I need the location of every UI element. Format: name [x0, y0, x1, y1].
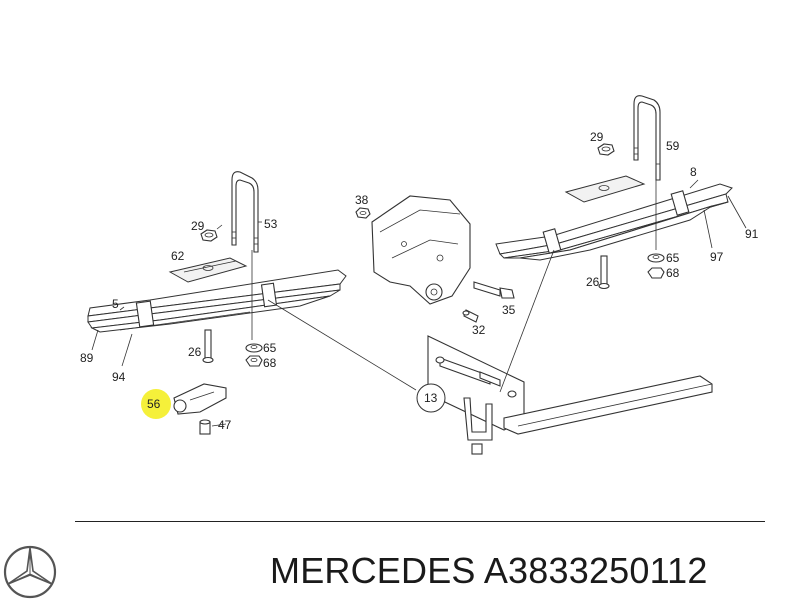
right-nut [597, 143, 615, 156]
callout-26-left: 26 [188, 345, 202, 359]
callout-35: 35 [502, 303, 516, 317]
right-u-bolt [633, 95, 661, 181]
left-shackle [173, 383, 227, 415]
callout-32: 32 [472, 323, 486, 337]
callout-62: 62 [171, 249, 185, 263]
callout-29-left: 29 [191, 219, 205, 233]
callout-68-left: 68 [263, 356, 277, 370]
callout-circle-13 [416, 383, 446, 413]
center-pin [462, 309, 479, 323]
left-washer-65 [245, 343, 263, 353]
callout-91: 91 [745, 227, 759, 241]
highlight-marker [141, 389, 171, 419]
center-nut [355, 207, 371, 219]
part-caption: MERCEDES A3833250112 [270, 550, 708, 591]
left-nut [200, 229, 218, 242]
left-u-bolt [231, 171, 259, 253]
mercedes-star-icon [3, 545, 57, 599]
callout-56: 56 [147, 397, 161, 411]
callout-94: 94 [112, 370, 126, 384]
cross-bar [503, 375, 713, 435]
callout-5: 5 [112, 297, 119, 311]
callout-65-right: 65 [666, 251, 680, 265]
callout-8: 8 [690, 165, 697, 179]
callout-13: 13 [424, 391, 438, 405]
left-bushing [199, 419, 211, 435]
right-leaf-spring [495, 183, 733, 261]
left-bolt [202, 329, 214, 364]
callout-68-right: 68 [666, 266, 680, 280]
left-nut-68 [245, 355, 263, 367]
callout-47: 47 [218, 418, 232, 432]
callout-65-left: 65 [263, 341, 277, 355]
callout-53: 53 [264, 217, 278, 231]
right-washer-65 [647, 253, 665, 263]
left-leaf-spring [87, 269, 347, 333]
callout-59: 59 [666, 139, 680, 153]
left-spring-plate [168, 257, 248, 283]
right-spring-plate [564, 175, 646, 203]
footer-divider [75, 521, 765, 522]
callout-29-right: 29 [590, 130, 604, 144]
callout-97: 97 [710, 250, 724, 264]
leader-lines [91, 168, 747, 427]
right-nut-68 [647, 267, 665, 279]
center-bolt [473, 281, 515, 299]
mounting-plate [427, 335, 525, 455]
callout-89: 89 [80, 351, 94, 365]
callout-38: 38 [355, 193, 369, 207]
right-bolt [598, 255, 610, 290]
callout-26-right: 26 [586, 275, 600, 289]
center-bracket [371, 195, 471, 305]
